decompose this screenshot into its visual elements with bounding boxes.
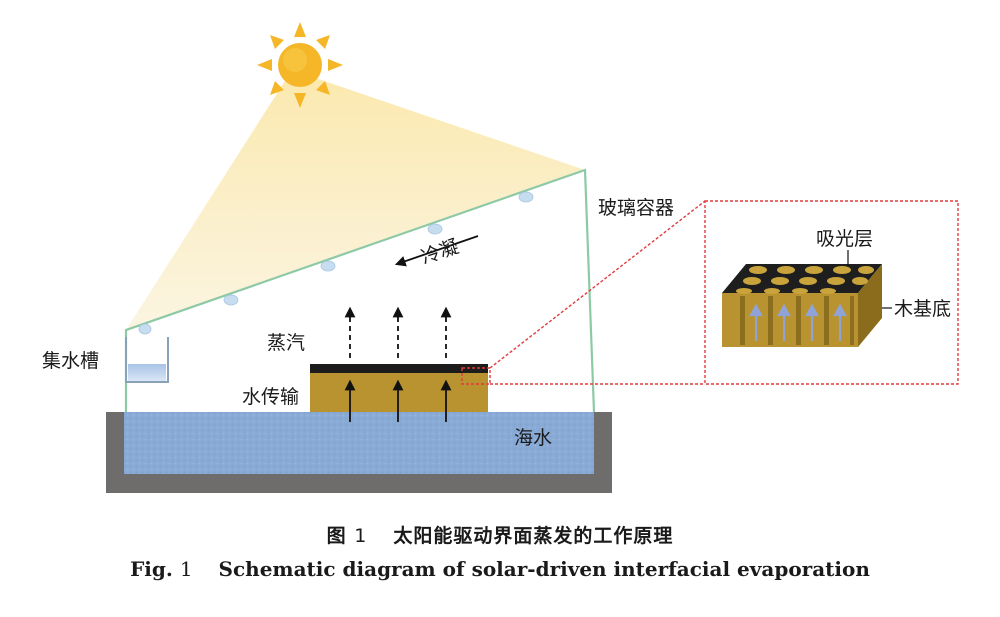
caption-english: Fig. 1 Schematic diagram of solar-driven … [0,557,1000,581]
caption-cn-title: 太阳能驱动界面蒸发的工作原理 [393,525,674,547]
seawater [124,412,594,474]
caption-en-prefix: Fig. [130,557,173,581]
label-absorber-layer: 吸光层 [816,228,873,250]
label-water-transport: 水传输 [242,386,299,408]
condensation-droplets [138,191,534,335]
caption-cn-number: 1 [354,525,368,547]
label-collection-tank: 集水槽 [42,350,99,372]
collection-tank [125,337,169,383]
vapor-arrows [344,306,452,358]
label-seawater: 海水 [514,427,552,449]
water-transport-arrows [344,379,452,422]
condense-arrow [394,235,479,267]
absorber-layer [310,364,488,373]
wood-substrate [310,372,488,412]
label-wood-substrate: 木基底 [894,298,951,320]
zoom-line-top [489,200,706,369]
label-glass-container: 玻璃容器 [598,197,674,219]
caption-chinese: 图 1 太阳能驱动界面蒸发的工作原理 [0,521,1000,548]
caption-en-number: 1 [179,557,193,581]
zoom-source-box [461,367,491,385]
wood-block-detail [722,250,892,347]
caption-en-title: Schematic diagram of solar-driven interf… [218,557,870,581]
sunlight-beam [126,70,585,330]
label-condense: 冷凝 [418,236,461,269]
caption-cn-prefix: 图 [326,525,347,547]
label-vapor: 蒸汽 [267,332,305,354]
sun-icon [257,22,343,108]
